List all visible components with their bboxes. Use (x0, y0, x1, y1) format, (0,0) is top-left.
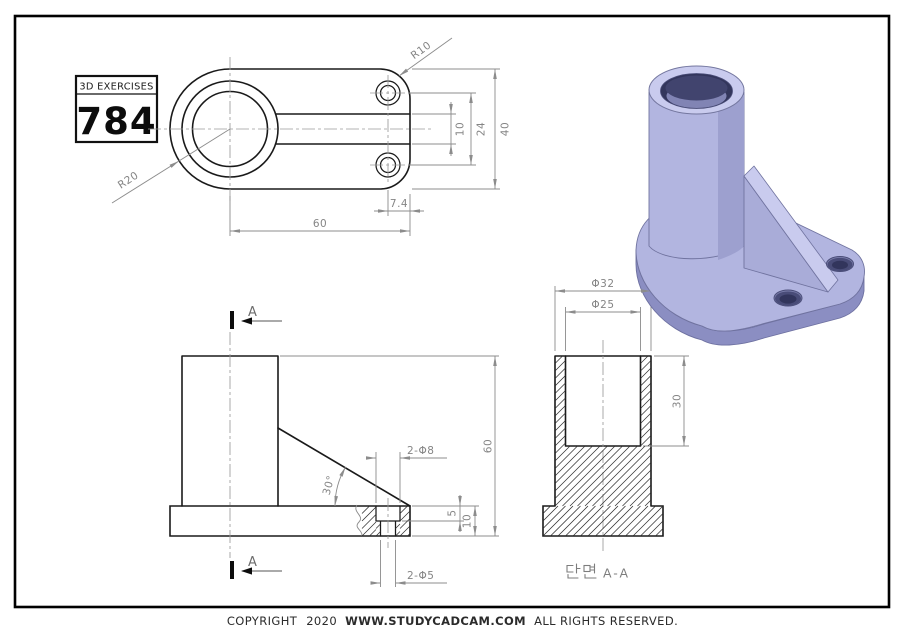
top-view-outline (169, 68, 411, 190)
top-view: R10 R20 60 7.4 10 24 40 (111, 37, 512, 236)
base-hole-near (773, 289, 803, 307)
dim-inner-diameter: Φ25 (591, 299, 614, 311)
dim-slot-width: 10 (455, 122, 467, 136)
centerlines (229, 332, 389, 558)
badge: 3D EXERCISES 784 (74, 74, 159, 144)
rib-hypotenuse (277, 427, 411, 507)
dim-through-hole: 2-Φ5 (407, 570, 434, 582)
dim-total-height: 60 (483, 439, 495, 453)
badge-title: 3D EXERCISES (79, 82, 153, 93)
badge-number: 784 (76, 100, 156, 143)
base-hole-far (826, 256, 854, 272)
break-line (355, 504, 363, 537)
dim-hole-spacing: 24 (476, 122, 488, 136)
sheet-border (13, 14, 891, 609)
dim-base-thickness: 10 (462, 514, 474, 528)
dim-cbore-depth: 5 (447, 509, 459, 516)
copyright-year: 2020 (306, 614, 338, 628)
engineering-drawing: 3D EXERCISES 784 R10 R20 60 7.4 10 24 40 (13, 14, 891, 609)
cylinder-shade-band (718, 95, 744, 260)
caption-section-aa: A-A (603, 566, 630, 581)
dim-corner-radius: R10 (409, 39, 434, 62)
dim-bore-depth: 30 (672, 394, 684, 408)
badge-box (74, 74, 159, 144)
section-letter-top: A (248, 305, 257, 320)
caption-korean-glyphs (566, 563, 597, 579)
generated-arrows-hatch (169, 68, 686, 585)
copyright-rights: ALL RIGHTS RESERVED. (534, 614, 679, 628)
section-letter-bottom: A (248, 555, 257, 570)
base-outline (169, 505, 411, 537)
dim-length: 60 (313, 218, 327, 230)
render-3d (635, 65, 865, 346)
dim-hole-offset: 7.4 (390, 198, 408, 210)
dim-width: 40 (500, 122, 512, 136)
dim-end-radius: R20 (116, 169, 141, 191)
copyright-site: WWW.STUDYCADCAM.COM (345, 614, 526, 628)
dim-counterbore: 2-Φ8 (407, 445, 434, 457)
dim-outer-diameter: Φ32 (591, 278, 614, 290)
dim-rib-angle: 30° (321, 474, 338, 497)
copyright-text: COPYRIGHT 2020 WWW.STUDYCADCAM.COM ALL RI… (0, 614, 905, 628)
copyright-word: COPYRIGHT (226, 614, 298, 628)
rib-top-face (743, 165, 839, 293)
front-view: A A 30° 2-Φ8 2-Φ5 5 10 60 (169, 305, 499, 587)
bore-shadow (665, 75, 728, 101)
centerlines (148, 57, 432, 201)
